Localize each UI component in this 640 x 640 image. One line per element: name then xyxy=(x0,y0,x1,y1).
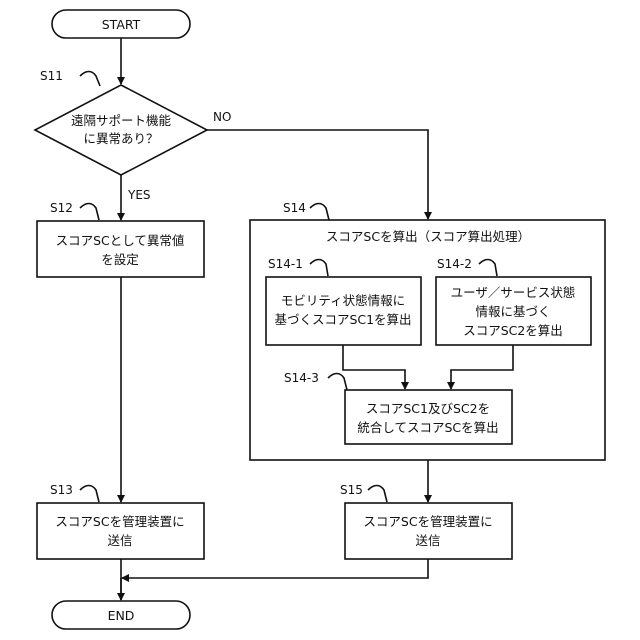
s15-process-box xyxy=(345,503,512,559)
arrow-s15-merge xyxy=(122,559,428,578)
s11-label-leader xyxy=(80,72,100,87)
s14-3-step-label: S14-3 xyxy=(284,371,319,385)
s12-text-line1: スコアSCとして異常値 xyxy=(56,233,185,248)
s14-2-text-line3: スコアSC2を算出 xyxy=(463,323,563,338)
s12-step-label: S12 xyxy=(50,201,73,215)
s11-question-line1: 遠隔サポート機能 xyxy=(71,113,172,128)
s13-label-leader xyxy=(80,486,99,503)
s15-text-line2: 送信 xyxy=(415,533,440,548)
s14-3-process-box xyxy=(345,390,512,444)
s14-label-leader xyxy=(310,204,329,221)
s12-label-leader xyxy=(80,204,99,221)
s14-2-step-label: S14-2 xyxy=(437,257,472,271)
s13-process-box xyxy=(37,503,204,559)
s12-text-line2: を設定 xyxy=(101,252,139,267)
s14-3-text-line2: 統合してスコアSCを算出 xyxy=(357,420,498,435)
s11-decision-diamond xyxy=(35,85,207,175)
s11-step-label: S11 xyxy=(40,69,63,83)
s14-1-step-label: S14-1 xyxy=(268,257,303,271)
s15-label-leader xyxy=(368,486,387,503)
arrow-s11-no-to-s14 xyxy=(207,130,428,219)
s14-1-process-box xyxy=(266,277,421,345)
s11-no-label: NO xyxy=(213,110,231,124)
s13-text-line2: 送信 xyxy=(107,533,132,548)
s13-text-line1: スコアSCを管理装置に xyxy=(55,514,184,529)
s11-yes-label: YES xyxy=(127,188,151,202)
start-text: START xyxy=(102,17,141,32)
s13-step-label: S13 xyxy=(50,483,73,497)
s11-question-line2: に異常あり？ xyxy=(83,131,158,146)
s14-step-label: S14 xyxy=(283,201,306,215)
s14-title: スコアSCを算出（スコア算出処理） xyxy=(326,229,530,244)
s15-text-line1: スコアSCを管理装置に xyxy=(363,514,492,529)
s12-process-box xyxy=(37,221,204,277)
s14-1-text-line1: モビリティ状態情報に xyxy=(281,293,405,308)
s15-step-label: S15 xyxy=(340,483,363,497)
end-text: END xyxy=(108,608,135,623)
s14-3-text-line1: スコアSC1及びSC2を xyxy=(366,401,490,416)
s14-2-text-line1: ユーザ／サービス状態 xyxy=(451,285,576,300)
s14-2-text-line2: 情報に基づく xyxy=(475,304,550,319)
s14-1-text-line2: 基づくスコアSC1を算出 xyxy=(274,312,411,327)
